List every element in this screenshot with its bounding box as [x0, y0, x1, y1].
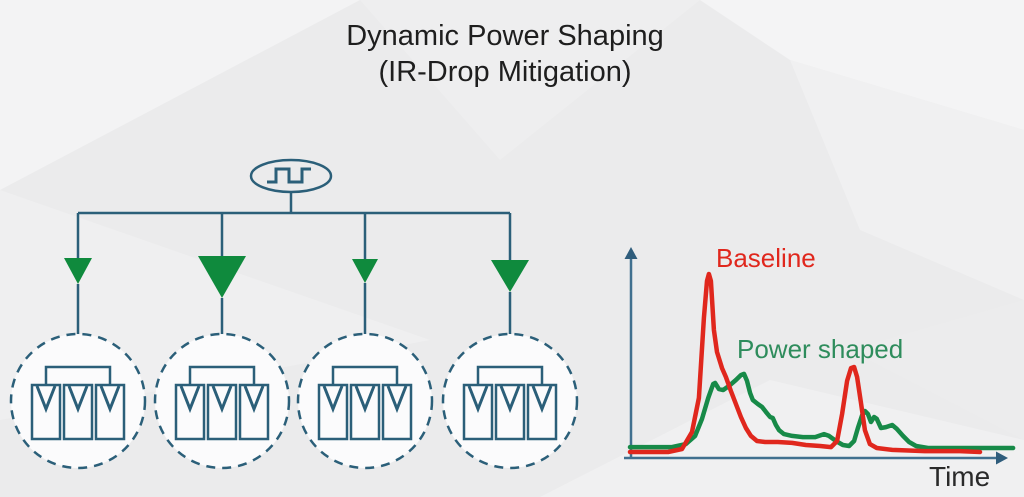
cell-connector [44, 365, 112, 385]
square-wave-glyph [267, 167, 311, 184]
clock-region-2 [153, 332, 291, 470]
background-facet [700, 0, 1024, 130]
clock-pin-chevron [531, 385, 553, 414]
chart-curves [627, 271, 1016, 455]
flipflop-cell-icon [62, 383, 94, 441]
clock-pin-chevron [354, 385, 376, 414]
x-axis-arrow-icon [996, 451, 1008, 465]
time-axis-label: Time [929, 461, 991, 492]
flipflop-cell-icon [381, 383, 413, 441]
clock-region-3 [296, 332, 434, 470]
clock-pin-chevron [99, 385, 121, 414]
cell-connector [476, 365, 544, 385]
cell-connector [188, 365, 256, 385]
buffer-triangle-icon-4 [491, 260, 529, 292]
clock-region-4 [441, 332, 579, 470]
background-facet [540, 380, 1024, 497]
power-shaped-series-label: Power shaped [737, 334, 904, 364]
background-facet [0, 0, 360, 190]
clock-pin-chevron [243, 385, 265, 414]
clock-pin-chevron [322, 385, 344, 414]
clock-pin-chevron [211, 385, 233, 414]
background-facet [850, 300, 1024, 440]
clock-pin-chevron [386, 385, 408, 414]
y-axis-arrow-icon [624, 247, 638, 259]
buffer-triangle-icon-2 [198, 256, 246, 298]
clock-pin-chevron [499, 385, 521, 414]
clock-region-1 [9, 332, 147, 470]
background-facet [790, 60, 1024, 300]
clock-pin-chevron [35, 385, 57, 414]
cell-connector [331, 365, 399, 385]
buffer-triangle-icon-3 [352, 259, 378, 283]
slide-title: Dynamic Power Shaping (IR-Drop Mitigatio… [346, 18, 664, 90]
title-line-2: (IR-Drop Mitigation) [378, 56, 632, 88]
clock-pin-chevron [67, 385, 89, 414]
clock-pin-chevron [179, 385, 201, 414]
baseline-series-label: Baseline [716, 243, 816, 273]
title-line-1: Dynamic Power Shaping [346, 20, 664, 52]
series-line-power-shaped [627, 371, 1016, 451]
series-line-baseline [627, 271, 983, 455]
clock-pin-chevron [467, 385, 489, 414]
background-facet [360, 0, 700, 160]
buffer-triangle-icon-1 [64, 258, 92, 284]
